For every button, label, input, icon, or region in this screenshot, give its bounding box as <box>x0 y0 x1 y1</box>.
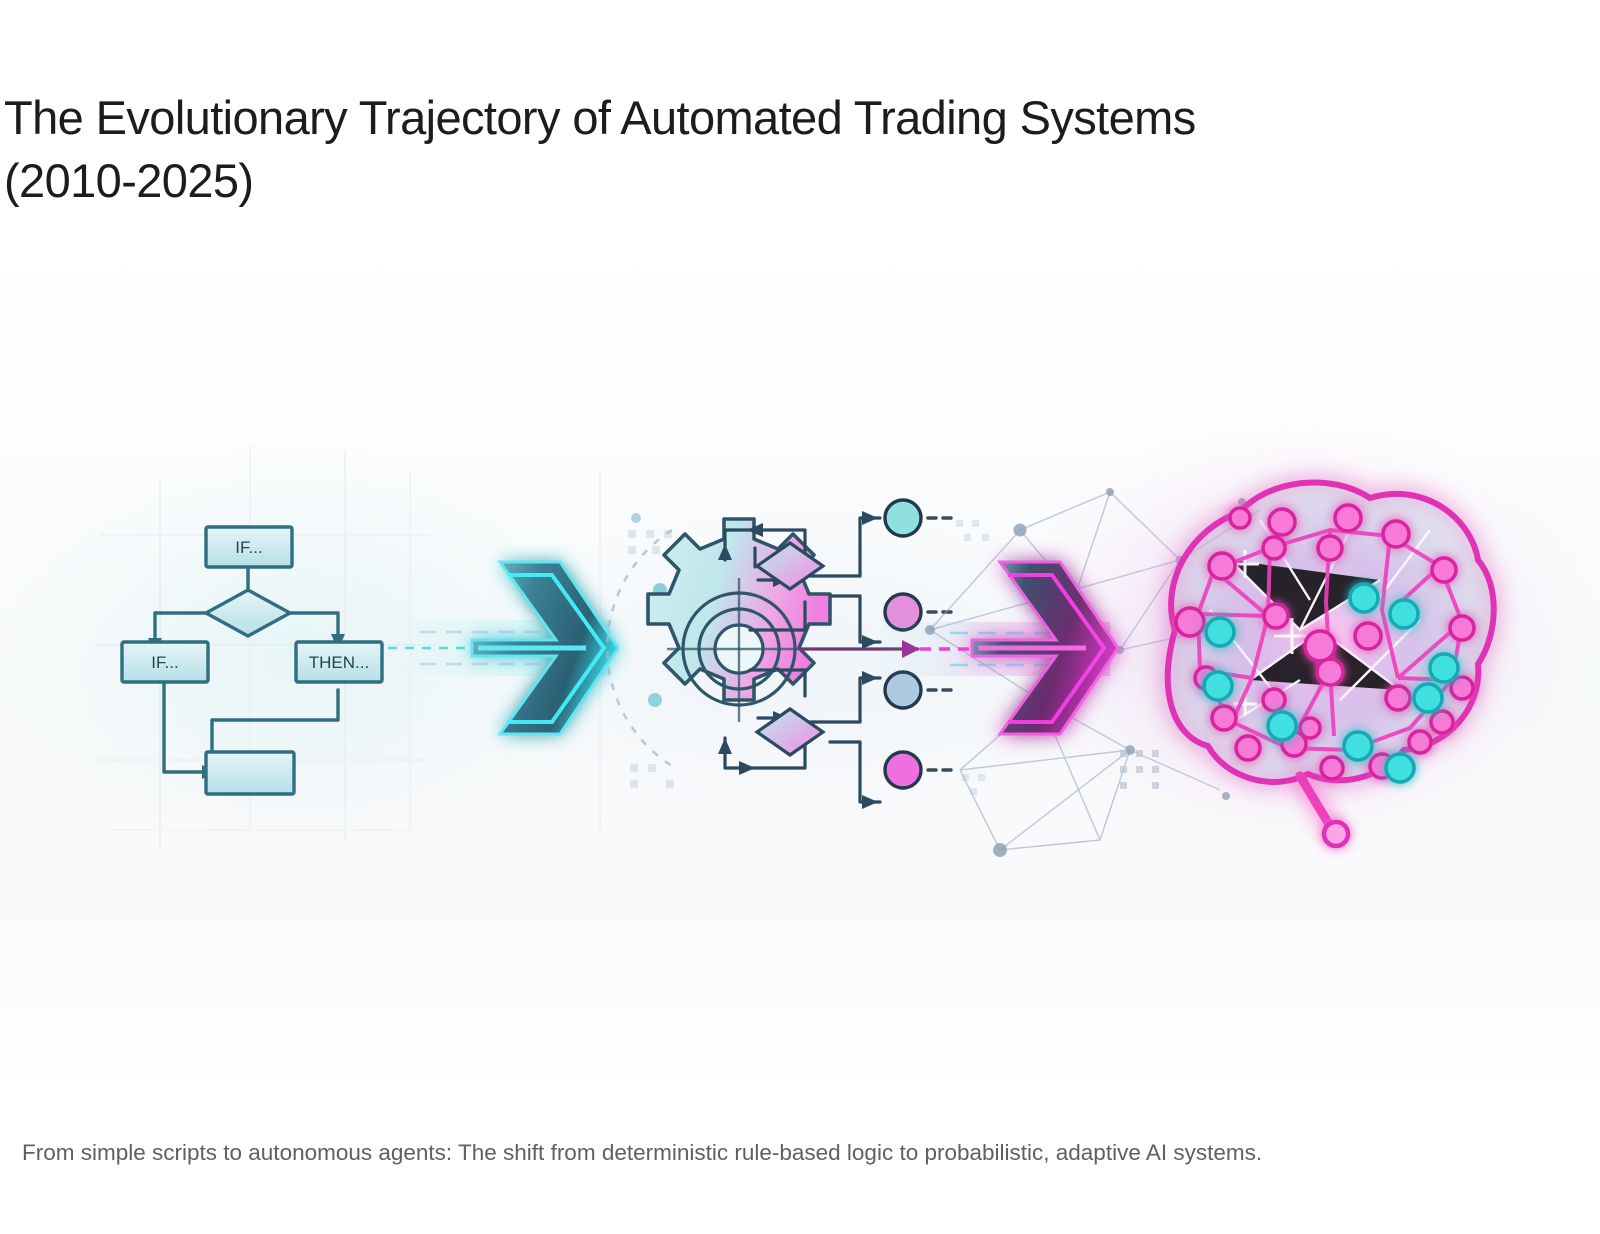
page-title-line2: (2010-2025) <box>4 153 254 207</box>
flow-label-then: THEN... <box>309 653 369 672</box>
flowchart-node-labels: IF... IF... THEN... <box>151 538 369 672</box>
bot-decision-bottom <box>754 707 826 757</box>
brain-filaments <box>1209 519 1431 732</box>
flow-node-decision <box>204 588 292 638</box>
flow-label-if-left: IF... <box>151 653 178 672</box>
orbit-arc <box>606 528 673 768</box>
bot-output-node-4 <box>883 750 923 790</box>
stage-label-rule-based-scripts: Rule-Based Scripts <box>60 1085 450 1090</box>
bot-output-node-3 <box>883 670 923 710</box>
flow-node-if-left <box>120 640 210 684</box>
brain-stem <box>1295 771 1335 831</box>
page-title-line1: The Evolutionary Trajectory of Automated… <box>4 91 1196 145</box>
brain-nodes-cyan <box>1202 582 1460 784</box>
neural-brain-icon <box>1164 479 1497 849</box>
stage-label-autonomous-agents: Autonomous Agents <box>1120 1085 1480 1090</box>
flow-node-if-top <box>204 525 294 569</box>
flow-node-result <box>204 750 296 796</box>
stage-label-automated-bots: Automated Bots <box>620 1085 940 1090</box>
arrow-1 <box>470 560 620 736</box>
figure-caption: From simple scripts to autonomous agents… <box>22 1139 1263 1165</box>
bot-decision-top <box>754 541 826 591</box>
stage-label-row: Rule-Based Scripts Automated Bots Autono… <box>0 1085 1600 1090</box>
illustration-canvas: IF... IF... THEN... <box>0 230 1600 1090</box>
bot-output-trails <box>926 516 953 772</box>
brain-nodes-pink <box>1174 503 1476 781</box>
page-title: The Evolutionary Trajectory of Automated… <box>4 87 1564 211</box>
stage-flowchart <box>120 525 384 796</box>
gear-icon <box>646 517 832 722</box>
flow-label-if-top: IF... <box>235 538 262 557</box>
bot-output-node-1 <box>883 498 923 538</box>
